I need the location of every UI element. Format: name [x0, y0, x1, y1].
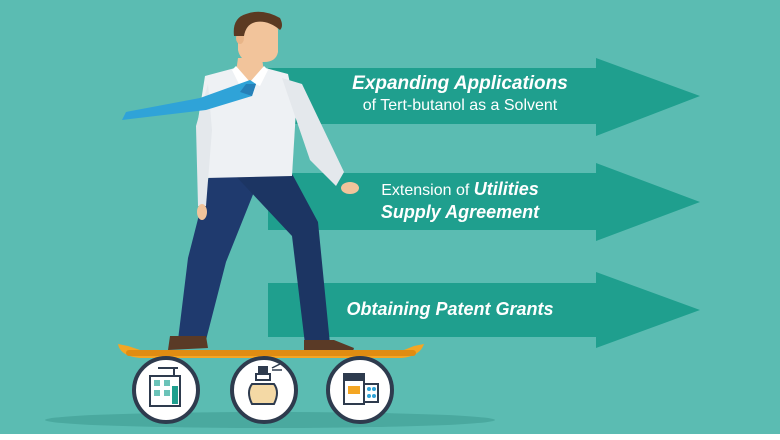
- wheel-medicine: [326, 356, 394, 424]
- left-hand: [197, 204, 207, 220]
- wheel-perfume: [230, 356, 298, 424]
- expanding-applications-label: Expanding Applications: [352, 73, 568, 94]
- right-hand: [341, 182, 359, 194]
- utilities-label: Utilities: [473, 179, 539, 199]
- extension-of-label: Extension of: [381, 182, 470, 199]
- factory-building-icon: [149, 367, 181, 407]
- bottom-border: [0, 434, 780, 440]
- supply-agreement-label: Supply Agreement: [380, 202, 540, 222]
- arrow-expanding-applications: [268, 58, 700, 136]
- arrow-text-patent: Obtaining Patent Grants: [320, 298, 580, 321]
- obtaining-patent-grants-label: Obtaining Patent Grants: [346, 299, 554, 319]
- skateboard: [118, 344, 424, 358]
- perfume-bottle-icon: [248, 363, 282, 405]
- arrow-text-expanding: Expanding Applications of Tert-butanol a…: [330, 72, 590, 116]
- hair: [233, 11, 282, 36]
- medicine-box-icon: [343, 373, 379, 405]
- arrow-utilities-supply: [268, 163, 700, 241]
- arrow-patent-grants: [268, 272, 700, 348]
- arrow-text-utilities: Extension of Utilities Supply Agreement: [340, 178, 580, 224]
- tert-butanol-label: of Tert-butanol as a Solvent: [362, 96, 558, 114]
- left-shoe: [168, 336, 208, 350]
- wheel-factory: [132, 356, 200, 424]
- tie: [122, 80, 256, 120]
